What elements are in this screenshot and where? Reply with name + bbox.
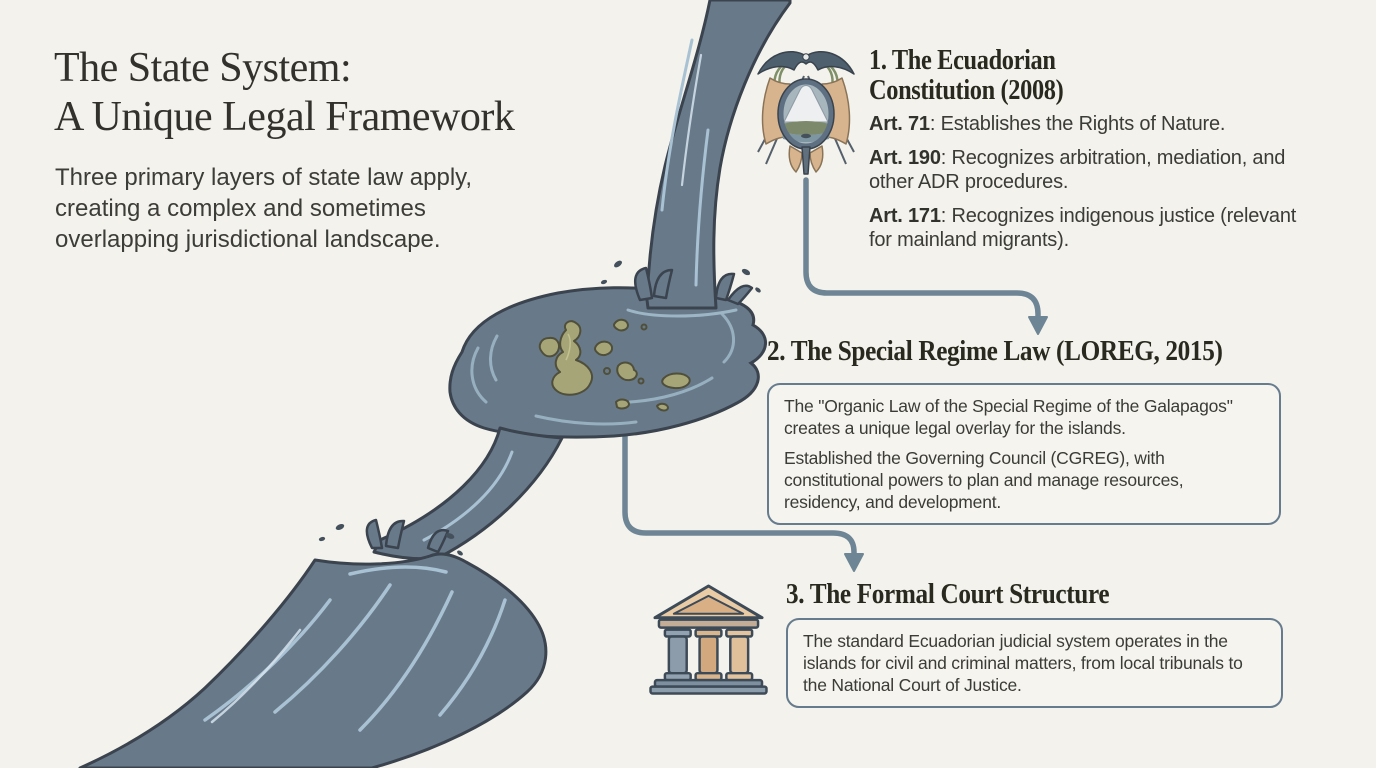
subtitle-line: overlapping jurisdictional landscape. [55,226,441,253]
courthouse-columns [663,628,754,682]
article-item-190: Art. 190: Recognizes arbitration, mediat… [869,146,1321,195]
article-text: : Establishes the Rights of Nature. [929,113,1226,135]
waterfall-top [645,0,792,310]
article-label: Art. 171 [869,204,941,227]
special-regime-paragraph-1: The "Organic Law of the Special Regime o… [784,396,1233,438]
court-structure-box: The standard Ecuadorian judicial system … [786,618,1283,708]
article-text: : Recognizes arbitration, mediation, and… [869,146,1286,194]
splash-droplets [318,523,463,556]
section1-heading: 1. The Ecuadorian Constitution (2008) [869,45,1064,106]
special-regime-box: The "Organic Law of the Special Regime o… [767,383,1281,525]
section1-heading-line1: 1. The Ecuadorian [869,45,1056,76]
galapagos-islands [538,318,691,412]
river [78,552,548,768]
article-item-171: Art. 171: Recognizes indigenous justice … [869,204,1321,253]
arrow-2-pool-to-court [622,427,864,572]
article-label: Art. 190 [869,146,941,169]
page-title: The State System: A Unique Legal Framewo… [54,44,515,142]
section1-heading-line2: Constitution (2008) [869,75,1064,106]
court-structure-paragraph: The standard Ecuadorian judicial system … [803,631,1243,695]
ecuador-coat-of-arms-icon [757,51,855,175]
section3-heading: 3. The Formal Court Structure [786,578,1110,610]
pool [448,286,767,439]
article-text: : Recognizes indigenous justice (relevan… [869,204,1297,252]
article-label: Art. 71 [869,113,930,135]
article-list: Art. 71: Establishes the Rights of Natur… [869,112,1321,262]
subtitle-line: Three primary layers of state law apply, [55,164,473,191]
arrow-1-constitution-to-loreg [803,177,1048,335]
article-item-71: Art. 71: Establishes the Rights of Natur… [869,112,1321,137]
subtitle-line: creating a complex and sometimes [55,195,426,222]
river-splash [318,518,463,556]
section2-heading: 2. The Special Regime Law (LOREG, 2015) [767,335,1223,367]
special-regime-paragraph-2: Established the Governing Council (CGREG… [784,448,1184,512]
page-title-line1: The State System: [54,45,352,91]
page-subtitle: Three primary layers of state law apply,… [55,162,472,255]
page-title-line2: A Unique Legal Framework [54,94,515,140]
pool-splash [600,260,761,318]
courthouse-icon [649,584,768,695]
